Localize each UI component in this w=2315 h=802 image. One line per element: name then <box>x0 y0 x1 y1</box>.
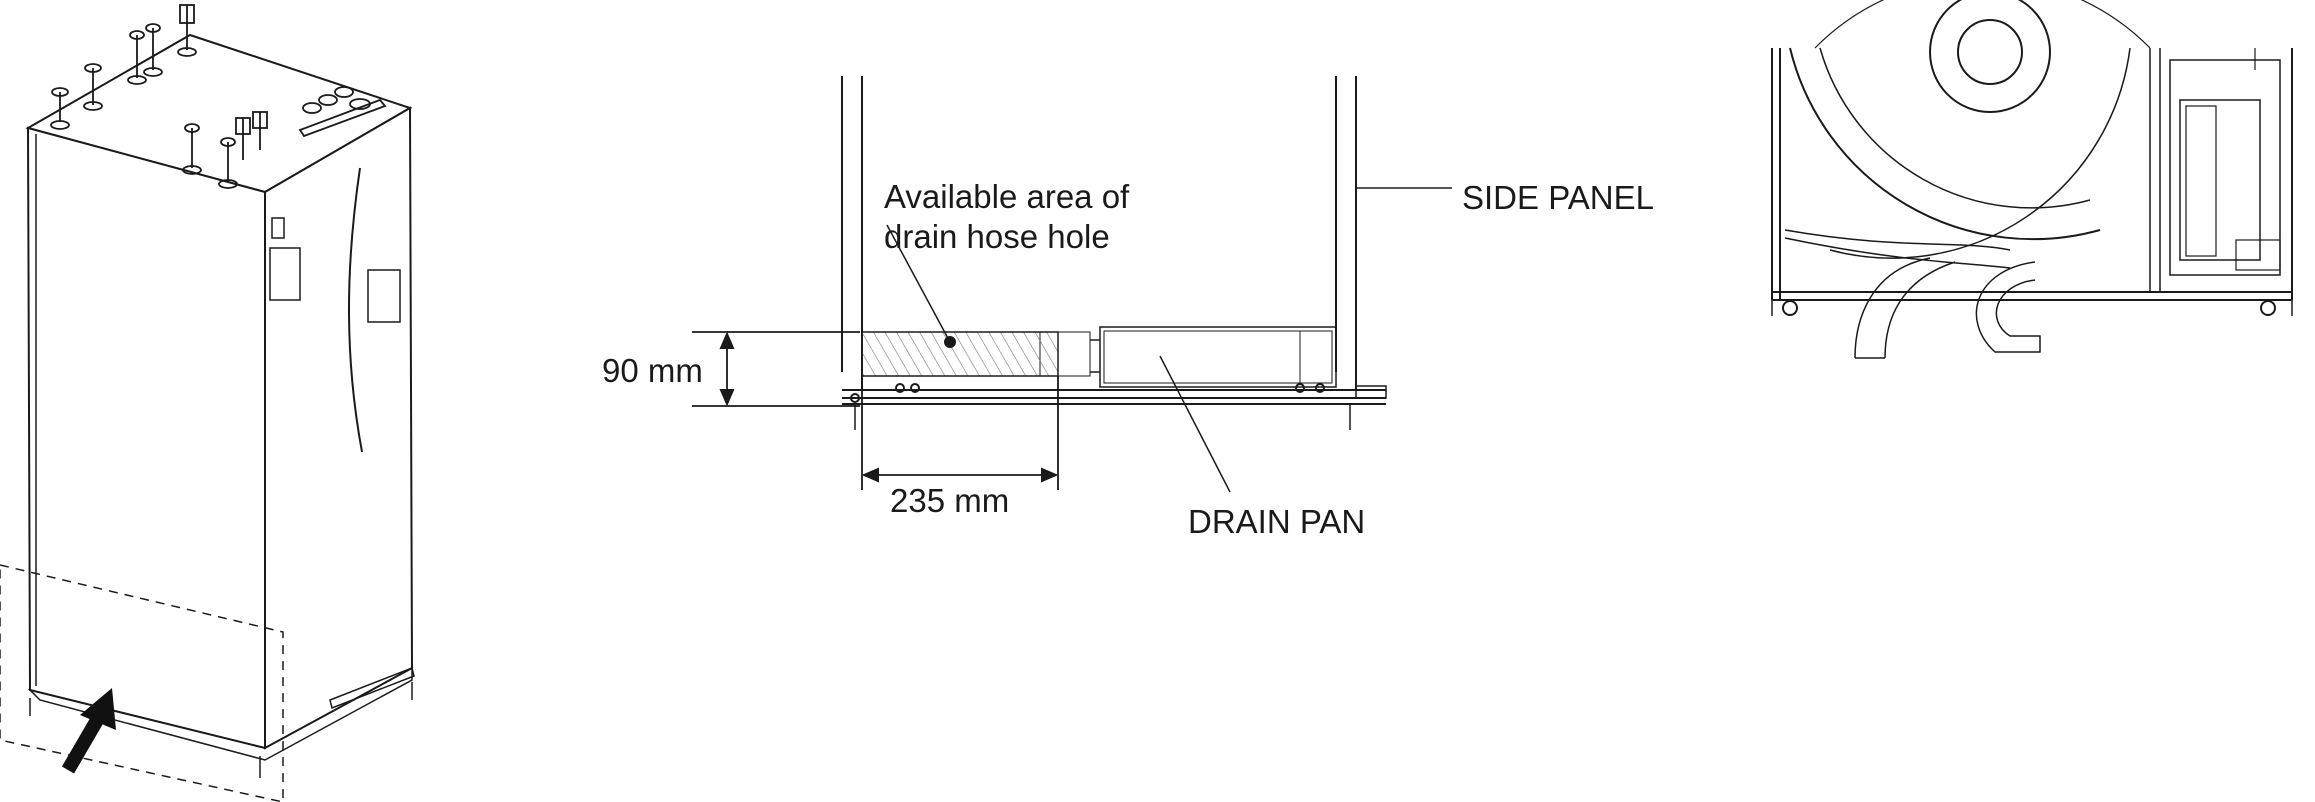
available-area-label-line2: drain hose hole <box>884 218 1110 255</box>
arrow-icon <box>61 688 116 774</box>
unit-overview-figure <box>0 4 415 802</box>
pipe-fittings <box>50 4 387 189</box>
side-panel-label: SIDE PANEL <box>1462 179 1654 216</box>
drain-area-detail <box>692 76 1452 493</box>
width-dimension-label: 235 mm <box>890 482 1009 519</box>
available-area-region <box>861 331 1059 377</box>
drain-area-highlight <box>0 564 284 802</box>
available-area-label-line1: Available area of <box>884 178 1130 215</box>
height-dimension-label: 90 mm <box>602 352 703 389</box>
inner-bottom-view <box>1771 0 2293 359</box>
drain-pan-label: DRAIN PAN <box>1188 503 1365 540</box>
